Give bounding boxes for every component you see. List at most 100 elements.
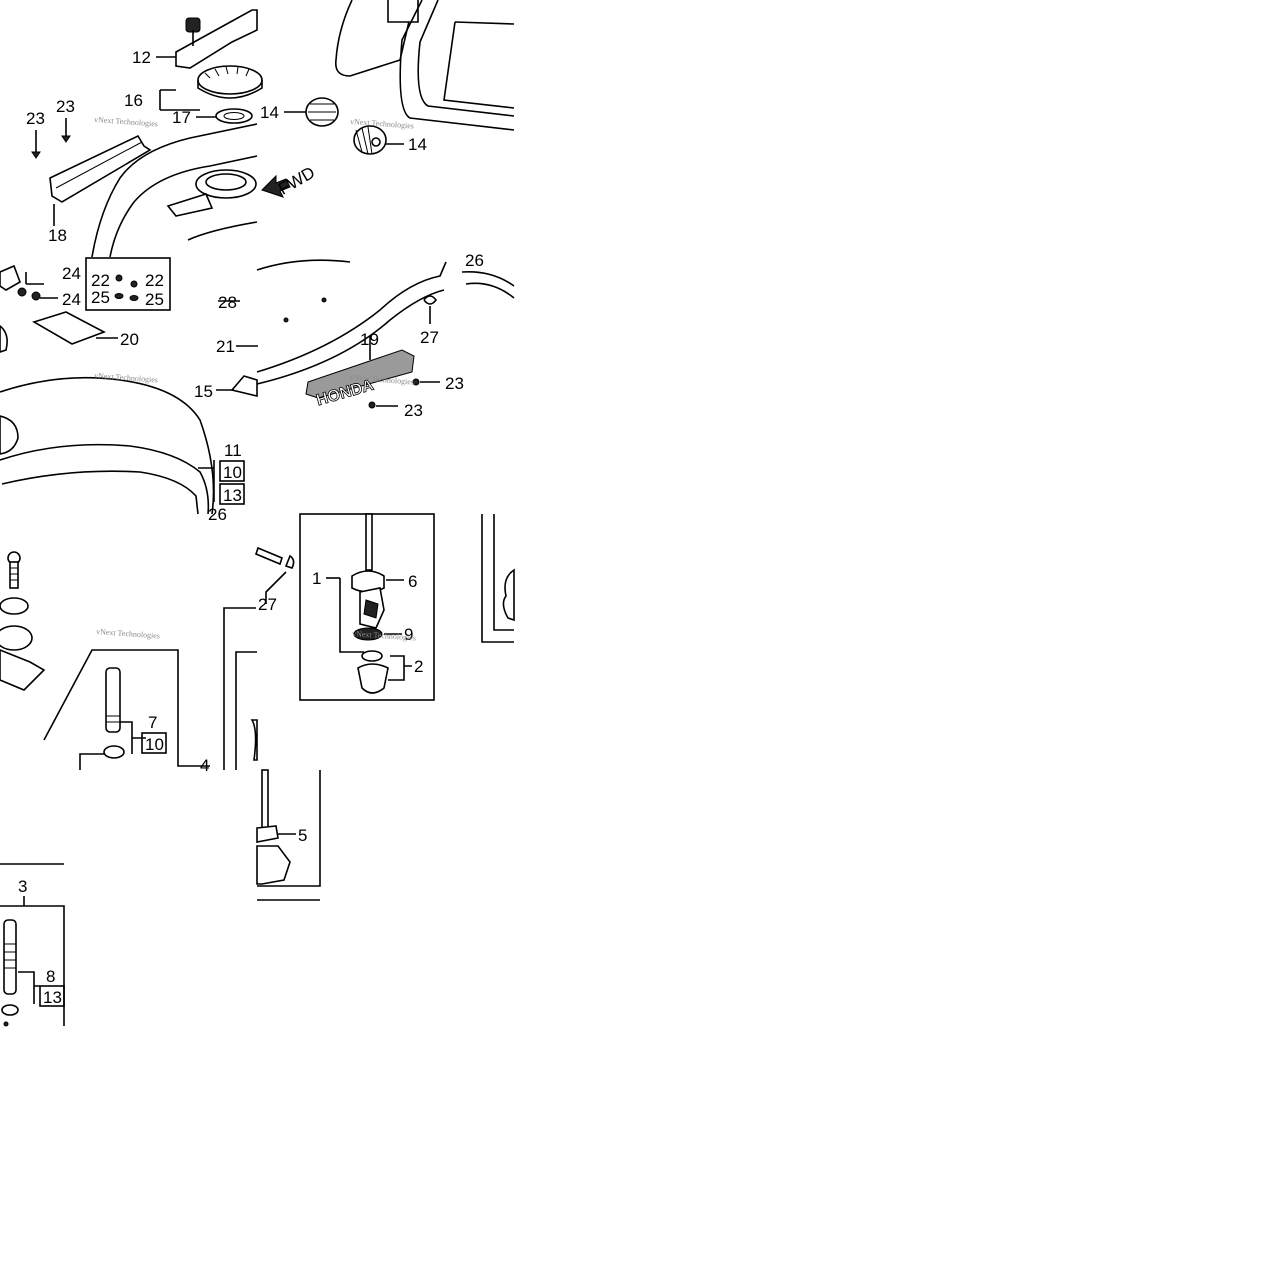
washer-mount [0,597,29,615]
callout-27b: 27 [258,595,277,614]
callout-10a: 10 [223,463,242,482]
callout-26b: 26 [465,251,484,270]
box-13b [39,985,65,1007]
watermark-3: vNext Technologies [94,371,158,384]
callout-22a: 22 [91,271,110,290]
leader-2 [388,655,412,681]
callout-9: 9 [404,625,413,644]
cap-gasket-inner [223,112,245,120]
callout-28: 28 [218,293,237,312]
tank-body-stripe [0,443,210,515]
filler-cap [197,65,263,95]
leader-8-13 [18,971,40,1004]
tile-petcock-main [299,513,515,701]
tank-body-stripe-2 [1,470,199,515]
tank-cover-window [443,21,515,109]
filler-neck-inner [205,173,247,191]
tank-hole-a [321,297,327,303]
callout-26a: 26 [208,505,227,524]
callout-14b: 14 [408,135,427,154]
leader-11-10-13 [198,460,215,502]
petcock-5-frame [257,770,321,887]
callout-5: 5 [298,826,307,845]
tank-body-outline [0,376,215,515]
watermark-2: vNext Technologies [350,117,414,130]
bolt-thread [10,567,18,581]
leader-4-frame [43,649,210,767]
callout-18: 18 [48,226,67,245]
seat-front [334,0,415,77]
trim-strip-inner [256,289,445,385]
callout-4: 4 [200,756,209,775]
drain-marker [3,1021,9,1027]
callout-15: 15 [194,382,213,401]
leader-7-10 [120,721,146,754]
bracket-edge [0,324,8,353]
callout-24a: 24 [62,264,81,283]
petcock-1-tube [365,513,373,571]
filler-neck-hinge [166,193,214,217]
tile-petcock-5 [256,769,321,901]
washer-25a [114,293,124,299]
petcock-5-edge [250,719,258,761]
damper-rubber-left-ribs [308,103,336,121]
mount-bracket [0,649,46,691]
bolt-shank [9,561,19,589]
callout-3: 3 [18,877,27,896]
callout-13a: 13 [223,486,242,505]
frame-5-top [235,651,257,770]
watermark-4: vNext Technologies [350,373,414,386]
tank-top-inner [109,155,258,258]
pad-20 [32,311,106,345]
petcock-1-nut [351,570,385,593]
petcock-5-body [256,845,291,885]
callout-8: 8 [46,967,55,986]
tile-emblem-hoses [216,259,515,409]
fwd-label: FWD [275,163,318,199]
box-10b [141,732,167,754]
callout-12: 12 [132,48,151,67]
seat-bracket [387,0,419,23]
watermark-5: vNext Technologies [96,627,160,640]
watermark-6: vNext Technologies [352,629,416,642]
callout-25b: 25 [145,290,164,309]
oring-7 [103,745,125,759]
tank-top-contour [91,123,258,258]
cap-lock-bracket [175,9,258,69]
screw-23b [31,151,41,159]
clip-27b [284,554,295,569]
cap-gasket [215,108,253,124]
petcock-5-nut [256,825,279,843]
tile-fuel-cap [31,9,263,258]
callout-14a: 14 [260,103,279,122]
tile-petcock-left [0,546,295,770]
bolt-24a [17,287,27,297]
fwd-arrow-icon [261,174,291,198]
tank-top-rib [187,221,258,241]
damper-rubber-right-ribs [355,126,373,155]
callout-23b: 23 [26,109,45,128]
mount-15 [230,375,258,398]
leader-7-lower [79,753,104,770]
oring-2 [361,650,383,662]
box-10a [219,460,245,482]
leader-27b [223,607,256,770]
callout-2: 2 [414,657,423,676]
leader-16 [159,89,200,111]
filler-cap-side [197,80,263,99]
hardware-box [85,257,171,311]
trim-strip-outer [256,261,447,373]
tank-cover-outer [399,0,515,131]
callout-7: 7 [148,713,157,732]
cup-2 [357,663,389,694]
tank-cover-mid [417,0,515,117]
callout-23c: 23 [445,374,464,393]
callout-13b: 13 [43,988,62,1007]
callout-20: 20 [120,330,139,349]
screw-23a [61,135,71,143]
callout-23d: 23 [404,401,423,420]
tank-hole-b [283,317,289,323]
gasket-9 [353,627,383,641]
